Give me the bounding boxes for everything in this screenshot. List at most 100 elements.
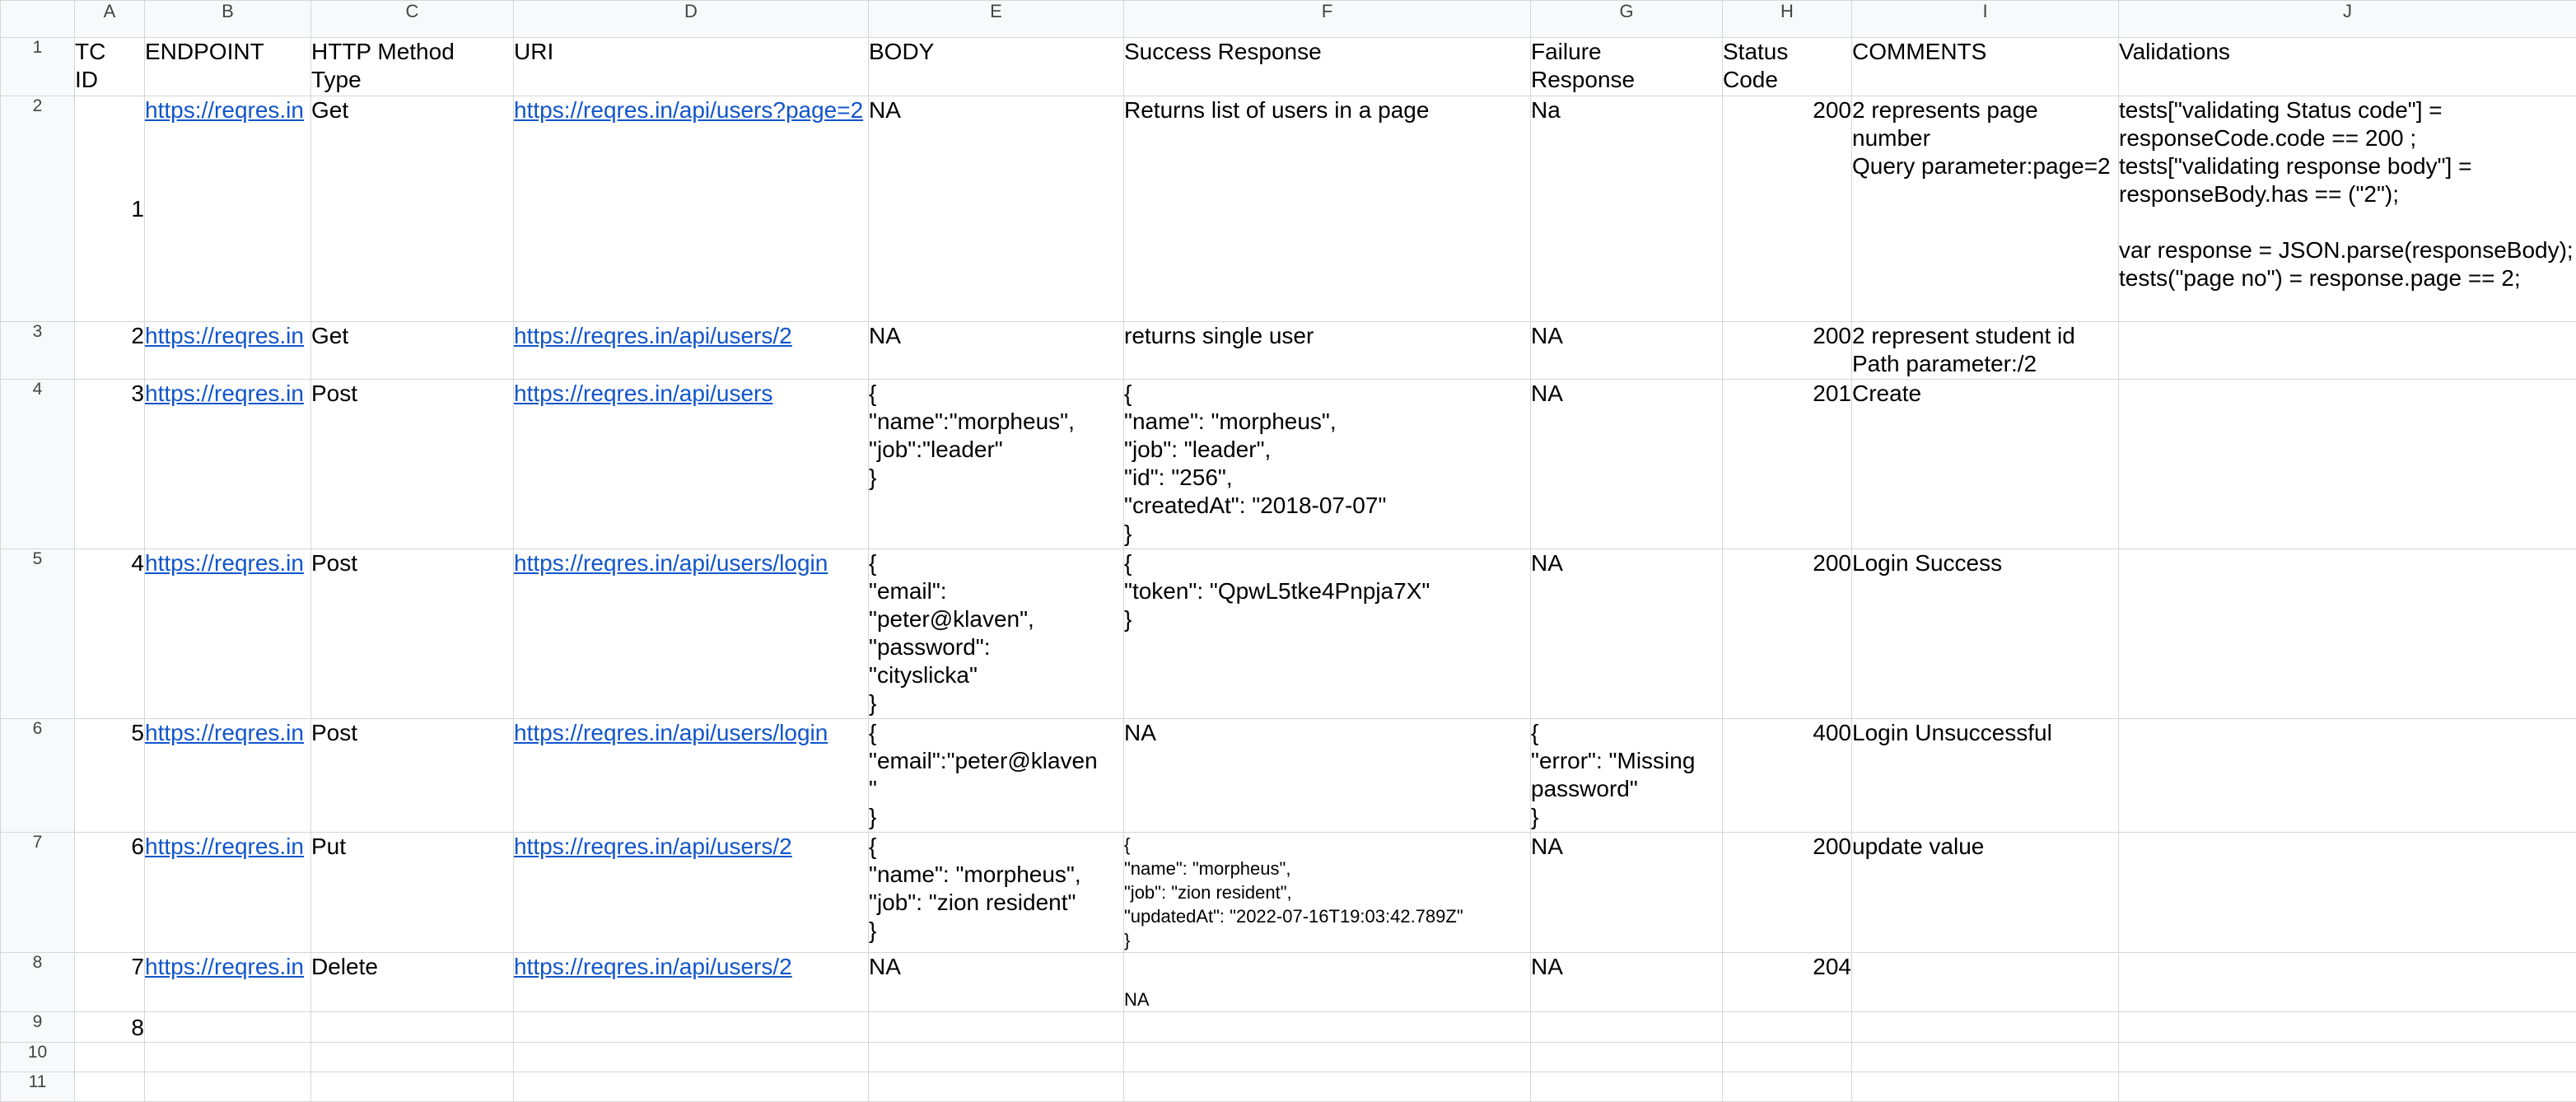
cell-success-response[interactable]: NA <box>1124 719 1531 833</box>
endpoint-link[interactable]: https://reqres.in <box>145 720 304 745</box>
column-header-j[interactable]: J <box>2119 1 2576 38</box>
cell-uri-header[interactable]: URI <box>514 38 869 96</box>
row-header[interactable]: 6 <box>1 719 75 833</box>
cell-method[interactable]: Get <box>311 322 514 380</box>
cell-success-response[interactable]: NA <box>1124 953 1531 1012</box>
column-header-f[interactable]: F <box>1124 1 1531 38</box>
cell-status-code[interactable] <box>1723 1012 1852 1043</box>
cell-status-code[interactable]: 204 <box>1723 953 1852 1012</box>
cell-method[interactable]: Post <box>311 549 514 719</box>
cell-comments[interactable]: 2 represents page number Query parameter… <box>1852 96 2119 322</box>
empty-cell[interactable] <box>145 1043 311 1072</box>
endpoint-link[interactable]: https://reqres.in <box>145 954 304 979</box>
cell-method[interactable]: Put <box>311 833 514 953</box>
empty-cell[interactable] <box>514 1043 869 1072</box>
cell-comments-header[interactable]: COMMENTS <box>1852 38 2119 96</box>
cell-success-response[interactable]: { "token": "QpwL5tke4Pnpja7X" } <box>1124 549 1531 719</box>
cell-endpoint[interactable]: https://reqres.in <box>145 833 311 953</box>
cell-tc-id-header[interactable]: TC ID <box>75 38 145 96</box>
cell-uri[interactable]: https://reqres.in/api/users/2 <box>514 953 869 1012</box>
cell-comments[interactable]: Login Unsuccessful <box>1852 719 2119 833</box>
cell-comments[interactable] <box>1852 953 2119 1012</box>
column-header-a[interactable]: A <box>75 1 145 38</box>
cell-failure-response[interactable]: NA <box>1531 380 1723 549</box>
cell-success-response[interactable] <box>1124 1012 1531 1043</box>
empty-cell[interactable] <box>1124 1072 1531 1102</box>
uri-link[interactable]: https://reqres.in/api/users?page=2 <box>514 97 863 123</box>
cell-failure-response[interactable]: Na <box>1531 96 1723 322</box>
cell-tc-id[interactable]: 6 <box>75 833 145 953</box>
cell-failure-response[interactable] <box>1531 1012 1723 1043</box>
empty-cell[interactable] <box>311 1072 514 1102</box>
cell-comments[interactable]: Login Success <box>1852 549 2119 719</box>
row-header[interactable]: 9 <box>1 1012 75 1043</box>
cell-tc-id[interactable]: 8 <box>75 1012 145 1043</box>
column-header-g[interactable]: G <box>1531 1 1723 38</box>
cell-body-header[interactable]: BODY <box>869 38 1124 96</box>
cell-validations[interactable] <box>2119 833 2576 953</box>
cell-body[interactable]: { "name": "morpheus", "job": "zion resid… <box>869 833 1124 953</box>
cell-comments[interactable]: update value <box>1852 833 2119 953</box>
row-header[interactable]: 5 <box>1 549 75 719</box>
cell-status-header[interactable]: Status Code <box>1723 38 1852 96</box>
cell-failure-header[interactable]: Failure Response <box>1531 38 1723 96</box>
cell-status-code[interactable]: 201 <box>1723 380 1852 549</box>
cell-endpoint[interactable]: https://reqres.in <box>145 549 311 719</box>
row-header[interactable]: 3 <box>1 322 75 380</box>
cell-body[interactable]: { "email":"peter@klaven " } <box>869 719 1124 833</box>
row-header[interactable]: 4 <box>1 380 75 549</box>
cell-uri[interactable]: https://reqres.in/api/users?page=2 <box>514 96 869 322</box>
cell-status-code[interactable]: 200 <box>1723 833 1852 953</box>
cell-body[interactable] <box>869 1012 1124 1043</box>
row-header[interactable]: 11 <box>1 1072 75 1102</box>
row-header[interactable]: 7 <box>1 833 75 953</box>
row-header[interactable]: 10 <box>1 1043 75 1072</box>
cell-endpoint[interactable]: https://reqres.in <box>145 953 311 1012</box>
column-header-e[interactable]: E <box>869 1 1124 38</box>
cell-status-code[interactable]: 400 <box>1723 719 1852 833</box>
column-header-h[interactable]: H <box>1723 1 1852 38</box>
cell-uri[interactable]: https://reqres.in/api/users/2 <box>514 833 869 953</box>
empty-cell[interactable] <box>2119 1072 2576 1102</box>
cell-endpoint[interactable]: https://reqres.in <box>145 380 311 549</box>
cell-validations[interactable] <box>2119 719 2576 833</box>
empty-cell[interactable] <box>869 1043 1124 1072</box>
uri-link[interactable]: https://reqres.in/api/users/2 <box>514 323 792 348</box>
empty-cell[interactable] <box>1852 1072 2119 1102</box>
cell-body[interactable]: { "name":"morpheus", "job":"leader" } <box>869 380 1124 549</box>
cell-body[interactable]: NA <box>869 96 1124 322</box>
cell-success-response[interactable]: returns single user <box>1124 322 1531 380</box>
cell-validations[interactable] <box>2119 549 2576 719</box>
empty-cell[interactable] <box>514 1072 869 1102</box>
cell-failure-response[interactable]: NA <box>1531 549 1723 719</box>
cell-failure-response[interactable]: NA <box>1531 322 1723 380</box>
cell-comments[interactable]: 2 represent student id Path parameter:/2 <box>1852 322 2119 380</box>
cell-uri[interactable]: https://reqres.in/api/users <box>514 380 869 549</box>
cell-method-header[interactable]: HTTP Method Type <box>311 38 514 96</box>
cell-endpoint[interactable] <box>145 1012 311 1043</box>
row-header[interactable]: 8 <box>1 953 75 1012</box>
empty-cell[interactable] <box>1723 1043 1852 1072</box>
row-header[interactable]: 1 <box>1 38 75 96</box>
cell-failure-response[interactable]: { "error": "Missing password" } <box>1531 719 1723 833</box>
cell-validations[interactable] <box>2119 380 2576 549</box>
cell-method[interactable] <box>311 1012 514 1043</box>
cell-method[interactable]: Delete <box>311 953 514 1012</box>
cell-validations[interactable] <box>2119 322 2576 380</box>
cell-failure-response[interactable]: NA <box>1531 953 1723 1012</box>
cell-comments[interactable] <box>1852 1012 2119 1043</box>
endpoint-link[interactable]: https://reqres.in <box>145 323 304 348</box>
endpoint-link[interactable]: https://reqres.in <box>145 550 304 576</box>
empty-cell[interactable] <box>869 1072 1124 1102</box>
cell-body[interactable]: NA <box>869 953 1124 1012</box>
column-header-i[interactable]: I <box>1852 1 2119 38</box>
uri-link[interactable]: https://reqres.in/api/users/2 <box>514 954 792 979</box>
empty-cell[interactable] <box>2119 1043 2576 1072</box>
cell-validations[interactable] <box>2119 1012 2576 1043</box>
cell-success-response[interactable]: { "name": "morpheus", "job": "zion resid… <box>1124 833 1531 953</box>
cell-method[interactable]: Get <box>311 96 514 322</box>
cell-uri[interactable]: https://reqres.in/api/users/2 <box>514 322 869 380</box>
endpoint-link[interactable]: https://reqres.in <box>145 834 304 859</box>
cell-endpoint[interactable]: https://reqres.in <box>145 322 311 380</box>
cell-failure-response[interactable]: NA <box>1531 833 1723 953</box>
